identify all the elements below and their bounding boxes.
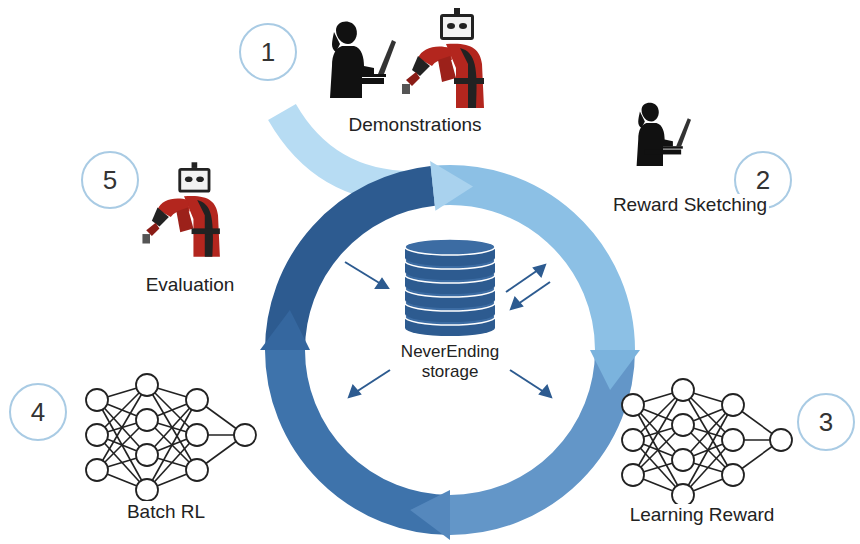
callout-number: 3 [819, 407, 833, 438]
stage-label: Learning Reward [628, 504, 777, 526]
stage-label: Batch RL [125, 501, 207, 523]
callout-circle: 4 [9, 383, 67, 441]
callout-circle: 5 [81, 151, 139, 209]
callout-circle: 1 [239, 23, 297, 81]
callout-number: 2 [756, 165, 770, 196]
storage-label: NeverEnding storage [388, 342, 512, 383]
storage-node: NeverEnding storage [388, 336, 512, 383]
stage-label: Demonstrations [346, 114, 483, 136]
stage-label: Reward Sketching [611, 194, 769, 216]
stage-label: Evaluation [144, 274, 237, 296]
callout-number: 5 [103, 165, 117, 196]
callout-number: 4 [31, 397, 45, 428]
callout-circle: 3 [797, 393, 855, 451]
callout-number: 1 [261, 37, 275, 68]
